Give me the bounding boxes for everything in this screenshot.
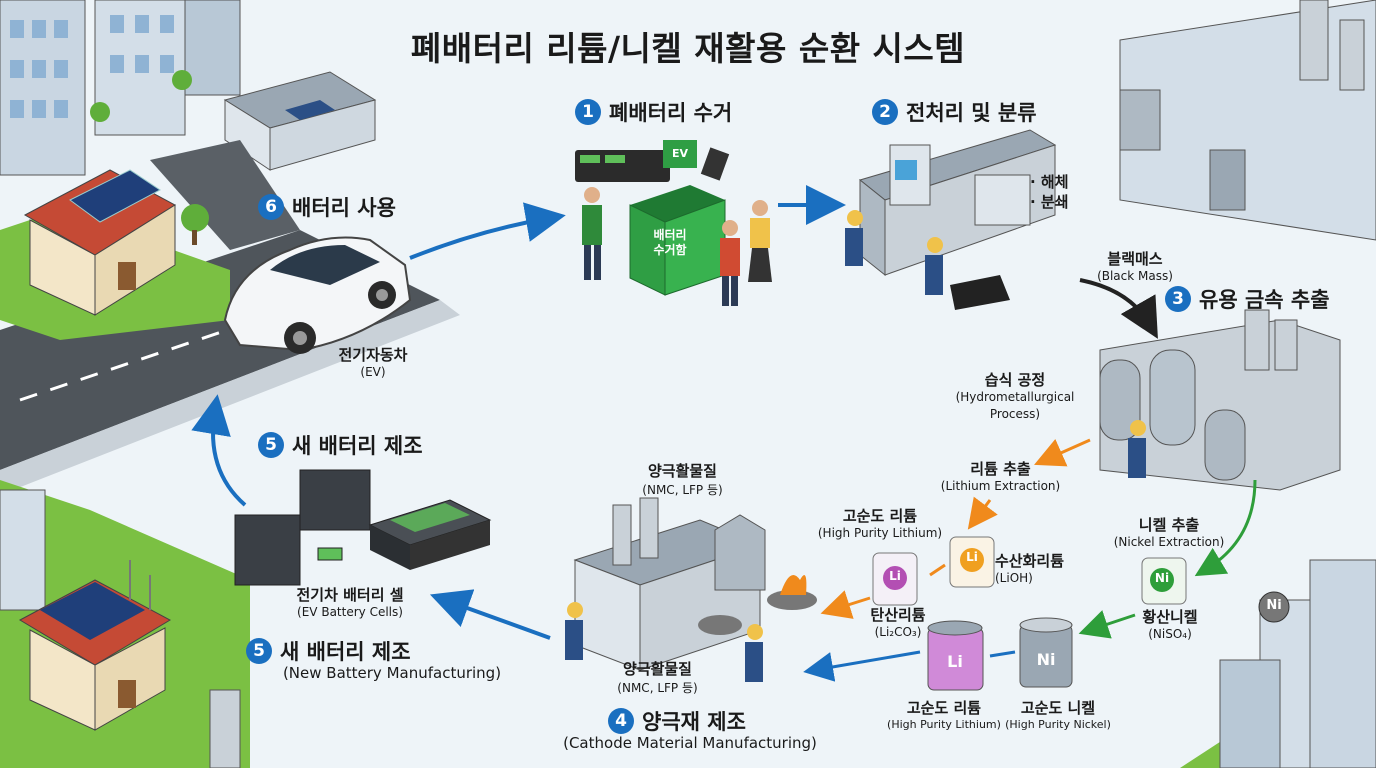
cathode-material-top-label: 양극활물질 (NMC, LFP 등) (620, 460, 745, 498)
ev-battery-cells (234, 469, 492, 586)
cathode-top-ko: 양극활물질 (647, 462, 717, 480)
hp-li2-en: (High Purity Lithium) (887, 718, 1001, 731)
step-2-text: 전처리 및 분류 (906, 101, 1037, 125)
hp-lithium-label: 고순도 리튬 (High Purity Lithium) (810, 505, 950, 540)
bin-label-line-1: 배터리 (653, 228, 687, 242)
black-mass-label: 블랙매스 (Black Mass) (1080, 248, 1190, 283)
bin-label-line-2: 수거함 (653, 243, 687, 257)
step-4-english: (Cathode Material Manufacturing) (563, 734, 817, 752)
lioh-label: 수산화리튬 (LiOH) (995, 550, 1085, 585)
flow-arrows (191, 185, 1257, 682)
bin-label: 배터리 수거함 (640, 228, 700, 258)
black-mass-en: (Black Mass) (1097, 269, 1173, 283)
step-4-number: 4 (608, 708, 634, 734)
nickel-extraction-label: 니켈 추출 (Nickel Extraction) (1100, 514, 1238, 549)
hp-ni-ko: 고순도 니켈 (1020, 699, 1096, 717)
ev-tag: EV (671, 147, 689, 160)
ev-car (223, 236, 412, 354)
house-solar-bottomleft (0, 480, 250, 768)
step-6-number: 6 (258, 194, 284, 220)
factory-topright (1119, 0, 1376, 241)
cathode-bot-en: (NMC, LFP 등) (617, 681, 698, 695)
hp-lithium-jar-symbol: Li (947, 652, 963, 671)
lioh-en: (LiOH) (995, 571, 1033, 585)
ev-label: 전기자동차 (EV) (318, 344, 428, 379)
hydro-label: 습식 공정 (Hydrometallurgical Process) (940, 372, 1090, 423)
li-ext-ko: 리튬 추출 (970, 460, 1031, 478)
step-5-text-top: 새 배터리 제조 (292, 434, 423, 458)
ev-label-ko: 전기자동차 (338, 346, 408, 364)
li2co3-ko: 탄산리튬 (870, 606, 926, 624)
step-4-label: 4 양극재 제조 (608, 706, 746, 736)
hp-li-en: (High Purity Lithium) (817, 526, 943, 540)
step-5-text-bottom: 새 배터리 제조 (280, 640, 411, 664)
step-2-number: 2 (872, 99, 898, 125)
step-3-text: 유용 금속 추출 (1199, 288, 1330, 312)
niso4-en: (NiSO₄) (1148, 627, 1192, 641)
li2co3-symbol: Li (889, 569, 901, 583)
page-title: 폐배터리 리튬/니켈 재활용 순환 시스템 (410, 29, 966, 68)
pretreat-item-dismantle: · 해체 (1030, 173, 1069, 191)
ni-ext-en: (Nickel Extraction) (1113, 535, 1225, 549)
ni-ext-ko: 니켈 추출 (1138, 516, 1200, 534)
black-mass-ko: 블랙매스 (1107, 250, 1163, 268)
niso4-label: 황산니켈 (NiSO₄) (1125, 606, 1215, 641)
lioh-ko: 수산화리튬 (995, 552, 1065, 570)
step-1-number: 1 (575, 99, 601, 125)
li-ext-en: (Lithium Extraction) (940, 479, 1061, 493)
pretreat-item-crush: · 분쇄 (1030, 193, 1069, 211)
step-3-number: 3 (1165, 286, 1191, 312)
cathode-material-bottom-label: 양극활물질 (NMC, LFP 등) (595, 658, 720, 696)
ev-label-en: (EV) (360, 365, 386, 379)
ni-building-sign: Ni (1266, 598, 1282, 613)
lithium-extraction-label: 리튬 추출 (Lithium Extraction) (928, 458, 1073, 493)
hp-li2-ko: 고순도 리튬 (906, 699, 982, 717)
lithium-bags (872, 536, 1187, 606)
shredding-machine (845, 129, 1057, 310)
collection-bin (575, 140, 772, 306)
hydrometallurgy-plant (1099, 309, 1341, 491)
hp-nickel-jar-symbol: Ni (1036, 650, 1056, 669)
hp-ni-en: (High Purity Nickel) (1005, 718, 1111, 731)
metal-jars (927, 617, 1073, 691)
cathode-factory (565, 497, 817, 682)
house-solar-topleft (0, 70, 230, 340)
hydro-en-2: Process) (989, 407, 1041, 421)
lioh-symbol: Li (966, 550, 978, 564)
step-1-text: 폐배터리 수거 (609, 101, 733, 125)
ev-cells-label: 전기차 배터리 셀 (EV Battery Cells) (265, 584, 435, 619)
hp-li-ko: 고순도 리튬 (842, 507, 918, 525)
step-6-text: 배터리 사용 (292, 196, 396, 220)
step-5-label-bottom: 5 새 배터리 제조 (246, 636, 411, 666)
step-1-label: 1 폐배터리 수거 (575, 97, 732, 127)
step-5-number-top: 5 (258, 432, 284, 458)
li2co3-en: (Li₂CO₃) (874, 625, 922, 639)
niso4-symbol: Ni (1154, 571, 1170, 585)
cathode-bot-ko: 양극활물질 (622, 660, 692, 678)
hp-lithium-jar-label: 고순도 리튬 (High Purity Lithium) (885, 697, 1003, 731)
step-5-number-bottom: 5 (246, 638, 272, 664)
hp-nickel-jar-label: 고순도 니켈 (High Purity Nickel) (1002, 697, 1114, 731)
step-6-label: 6 배터리 사용 (258, 192, 396, 222)
cathode-top-en: (NMC, LFP 등) (642, 483, 723, 497)
step-4-text: 양극재 제조 (642, 710, 746, 734)
step-5-english: (New Battery Manufacturing) (282, 664, 502, 682)
city-buildings-bottomright (1180, 559, 1376, 768)
hydro-ko: 습식 공정 (984, 371, 1046, 389)
pretreat-list: · 해체 · 분쇄 (1030, 172, 1069, 212)
ev-cells-en: (EV Battery Cells) (297, 605, 403, 619)
niso4-ko: 황산니켈 (1142, 608, 1198, 626)
city-buildings-topleft (0, 0, 377, 176)
ev-cells-ko: 전기차 배터리 셀 (296, 586, 404, 604)
hydro-en-1: (Hydrometallurgical (955, 390, 1075, 404)
step-2-label: 2 전처리 및 분류 (872, 97, 1037, 127)
li2co3-label: 탄산리튬 (Li₂CO₃) (848, 604, 948, 639)
step-5-label-top: 5 새 배터리 제조 (258, 430, 423, 460)
step-3-label: 3 유용 금속 추출 (1165, 284, 1330, 314)
